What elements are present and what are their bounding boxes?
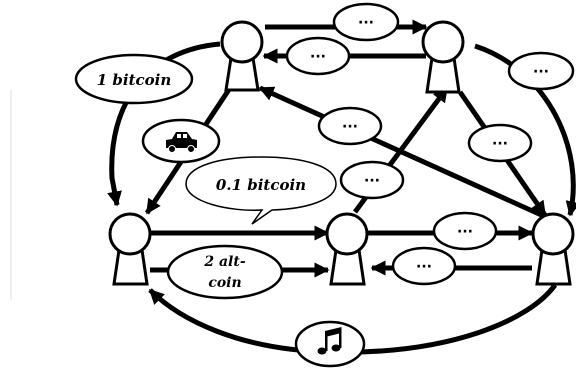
ellipsis-bubble-right-mid: ··· <box>467 123 533 163</box>
one-bitcoin-bubble: 1 bitcoin <box>74 53 194 105</box>
svg-text:···: ··· <box>416 259 432 275</box>
ellipsis-bubble-far-right: ··· <box>507 51 575 91</box>
ellipsis-bubble-center-upper: ··· <box>317 106 383 146</box>
node-top-left <box>220 20 264 92</box>
svg-text:···: ··· <box>342 119 358 135</box>
edge-right-to-tl <box>258 85 550 221</box>
svg-text:···: ··· <box>358 15 374 31</box>
svg-text:coin: coin <box>208 275 241 291</box>
svg-text:···: ··· <box>457 224 473 240</box>
ellipsis-bubble-lower-right: ··· <box>432 211 498 251</box>
node-left <box>108 212 152 286</box>
ellipsis-bubble-center: ··· <box>339 160 405 200</box>
svg-text:···: ··· <box>310 49 326 65</box>
two-altcoin-bubble: 2 alt- coin <box>166 244 284 300</box>
svg-text:···: ··· <box>533 64 549 80</box>
node-right <box>531 212 575 286</box>
edge-tr-to-right <box>474 43 576 217</box>
svg-text:···: ··· <box>364 173 380 189</box>
point-one-bitcoin-bubble: 0.1 bitcoin <box>185 156 337 225</box>
ellipsis-bubble-top-second: ··· <box>285 36 351 76</box>
node-middle <box>325 212 369 286</box>
svg-text:···: ··· <box>492 136 508 152</box>
car-icon <box>166 132 197 153</box>
svg-text:1 bitcoin: 1 bitcoin <box>97 71 172 89</box>
ellipsis-bubble-lower: ··· <box>391 246 457 286</box>
car-bubble <box>141 118 221 164</box>
music-note-icon <box>317 327 342 355</box>
node-top-right <box>421 20 465 94</box>
music-bubble <box>294 320 366 368</box>
svg-text:2 alt-: 2 alt- <box>203 254 245 270</box>
svg-text:0.1 bitcoin: 0.1 bitcoin <box>216 176 306 194</box>
ellipsis-bubble-top: ··· <box>332 2 400 42</box>
